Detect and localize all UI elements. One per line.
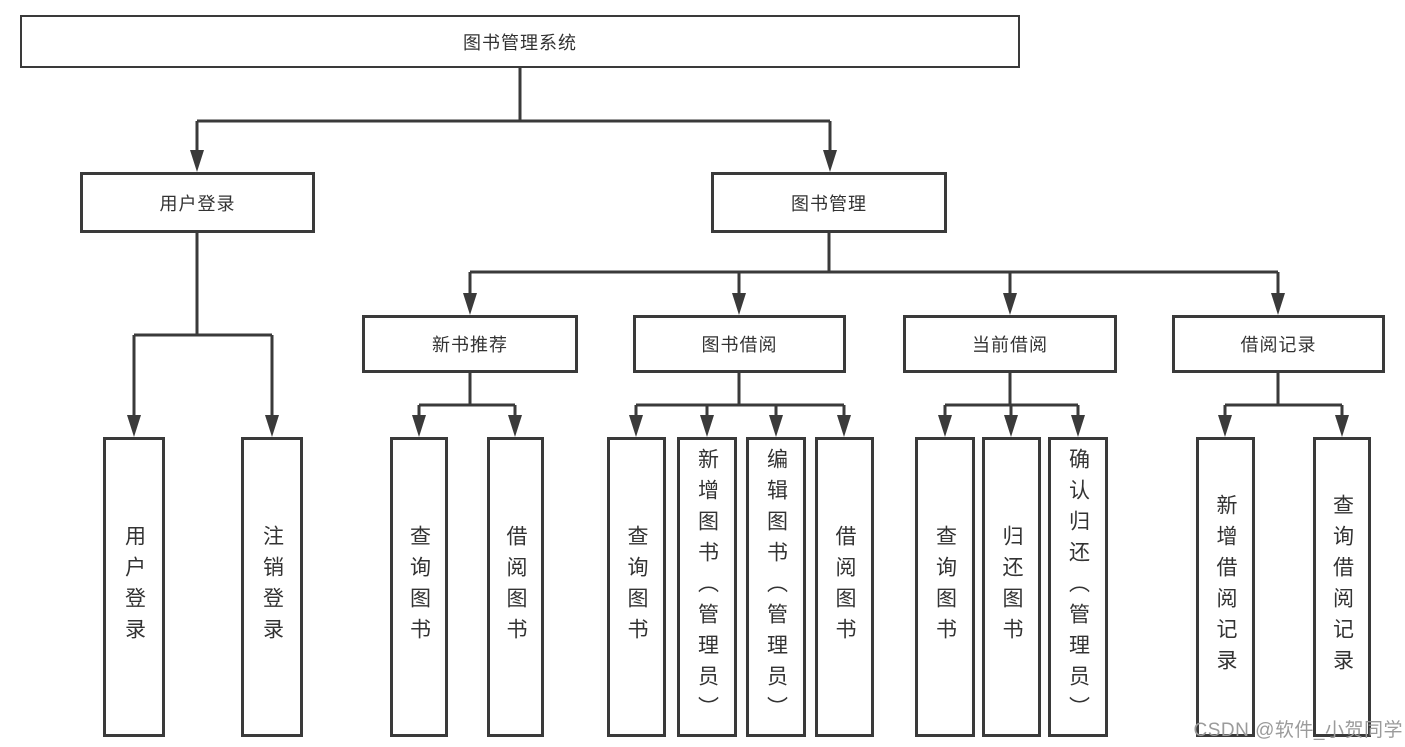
leaf-add-borrow-record-label: 新增借阅记录 xyxy=(1214,494,1237,680)
node-current-borrowing-label: 当前借阅 xyxy=(972,335,1048,355)
node-borrowing-records-label: 借阅记录 xyxy=(1240,335,1317,355)
leaf-recommend-borrow-books: 借阅图书 xyxy=(487,437,544,737)
node-book-management: 图书管理 xyxy=(711,172,947,233)
leaf-return-books: 归还图书 xyxy=(982,437,1041,737)
node-new-book-recommend-label: 新书推荐 xyxy=(432,335,508,355)
leaf-edit-books-admin-label: 编辑图书（管理员） xyxy=(764,447,788,727)
leaf-return-books-label: 归还图书 xyxy=(1000,525,1023,649)
leaf-logout-label: 注销登录 xyxy=(260,525,284,649)
node-user-login-label: 用户登录 xyxy=(159,193,236,214)
leaf-recommend-borrow-books-label: 借阅图书 xyxy=(504,525,527,649)
leaf-current-query-books-label: 查询图书 xyxy=(933,525,957,649)
leaf-confirm-return-admin-label: 确认归还（管理员） xyxy=(1066,447,1090,727)
leaf-borrowing-borrow-books: 借阅图书 xyxy=(815,437,874,737)
node-user-login: 用户登录 xyxy=(80,172,315,233)
leaf-confirm-return-admin: 确认归还（管理员） xyxy=(1048,437,1108,737)
leaf-borrowing-borrow-books-label: 借阅图书 xyxy=(833,525,856,649)
connector-arrowheads xyxy=(127,150,1349,437)
node-borrowing-records: 借阅记录 xyxy=(1172,315,1385,373)
node-root: 图书管理系统 xyxy=(20,15,1020,68)
leaf-add-books-admin-label: 新增图书（管理员） xyxy=(695,447,719,727)
leaf-add-books-admin: 新增图书（管理员） xyxy=(677,437,737,737)
csdn-watermark: CSDN @软件_小贺同学 xyxy=(1193,720,1403,741)
leaf-user-login-label: 用户登录 xyxy=(122,525,146,649)
connector-lines xyxy=(132,68,1344,422)
node-book-borrowing-label: 图书借阅 xyxy=(701,335,778,355)
leaf-query-borrow-record: 查询借阅记录 xyxy=(1313,437,1371,737)
leaf-recommend-query-books-label: 查询图书 xyxy=(407,525,431,649)
leaf-borrowing-query-books: 查询图书 xyxy=(607,437,666,737)
leaf-logout: 注销登录 xyxy=(241,437,303,737)
leaf-user-login: 用户登录 xyxy=(103,437,165,737)
leaf-borrowing-query-books-label: 查询图书 xyxy=(625,525,648,649)
node-current-borrowing: 当前借阅 xyxy=(903,315,1117,373)
leaf-recommend-query-books: 查询图书 xyxy=(390,437,448,737)
leaf-query-borrow-record-label: 查询借阅记录 xyxy=(1330,494,1354,680)
leaf-current-query-books: 查询图书 xyxy=(915,437,975,737)
node-root-label: 图书管理系统 xyxy=(463,32,577,53)
node-book-borrowing: 图书借阅 xyxy=(633,315,846,373)
node-new-book-recommend: 新书推荐 xyxy=(362,315,578,373)
leaf-add-borrow-record: 新增借阅记录 xyxy=(1196,437,1255,737)
leaf-edit-books-admin: 编辑图书（管理员） xyxy=(746,437,806,737)
node-book-management-label: 图书管理 xyxy=(791,193,867,214)
